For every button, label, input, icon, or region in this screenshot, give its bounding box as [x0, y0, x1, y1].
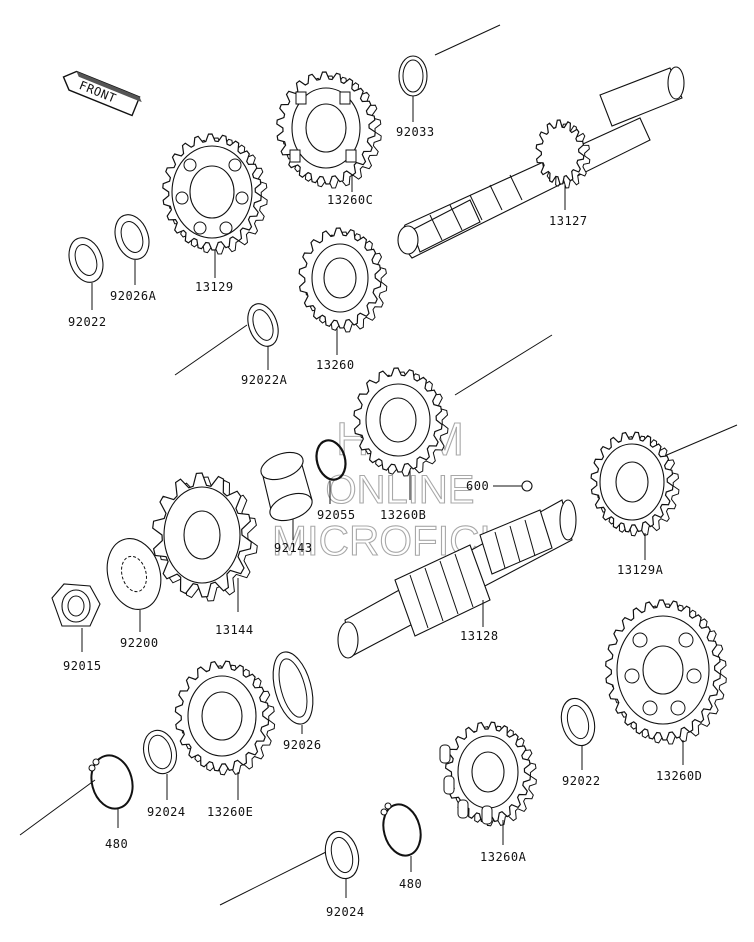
part-label-92026A: 92026A: [110, 289, 157, 303]
gear-13260: 13260: [298, 227, 388, 372]
gear-teeth: [535, 119, 585, 185]
part-label-92015: 92015: [63, 659, 102, 673]
assembly-direction-lines: [19, 24, 738, 906]
gear-13260E: 13260E: [174, 660, 276, 819]
gear-13260A: 13260A: [439, 721, 537, 864]
washer-92022-top: 92022: [68, 237, 107, 329]
front-arrow-icon: FRONT: [62, 70, 142, 117]
part-label-92024-left: 92024: [147, 805, 186, 819]
part-label-92143: 92143: [274, 541, 313, 555]
part-label-92024-bottom: 92024: [326, 905, 365, 919]
washer-92200: 92200: [106, 538, 162, 650]
gear-13129: 13129: [162, 133, 268, 294]
part-label-13260B: 13260B: [380, 508, 426, 522]
part-label-13260A: 13260A: [480, 850, 527, 864]
part-label-600: 600: [466, 479, 489, 493]
nut-92015: 92015: [51, 583, 102, 673]
circlip-92033: 92033: [396, 55, 435, 139]
part-label-13260C: 13260C: [327, 193, 373, 207]
washer-92024-bottom: 92024: [324, 830, 365, 919]
part-label-92033: 92033: [396, 125, 435, 139]
washer-92024-left: 92024: [142, 729, 186, 819]
circlip-480-right: 480: [380, 802, 422, 891]
part-label-92022-right: 92022: [562, 774, 601, 788]
part-label-13129A: 13129A: [617, 563, 664, 577]
washer-92022A: 92022A: [241, 303, 288, 387]
part-label-13260E: 13260E: [207, 805, 253, 819]
shaft-13127: 13127: [397, 66, 685, 259]
part-label-13260D: 13260D: [656, 769, 702, 783]
part-label-92026: 92026: [283, 738, 322, 752]
part-label-480-right: 480: [399, 877, 422, 891]
part-label-92022A: 92022A: [241, 373, 288, 387]
washer-92026A: 92026A: [110, 214, 157, 303]
washer-92022-right: 92022: [560, 697, 601, 788]
gear-13260C: 13260C: [276, 71, 382, 207]
shaft-13128: 13128: [337, 499, 577, 659]
washer-92026: 92026: [272, 651, 322, 752]
part-label-13128: 13128: [460, 629, 499, 643]
circlip-480-left: 480: [88, 754, 134, 851]
watermark-line-2: ONLINE: [326, 468, 475, 512]
ball-600: 600: [466, 479, 533, 493]
part-label-13127: 13127: [549, 214, 588, 228]
gear-13260B: 13260B: [353, 367, 449, 522]
part-label-13129: 13129: [195, 280, 234, 294]
part-label-13260: 13260: [316, 358, 355, 372]
part-label-92022-top: 92022: [68, 315, 107, 329]
gear-13129A: 13129A: [590, 431, 680, 577]
part-label-92200: 92200: [120, 636, 159, 650]
sprocket-13144: 13144: [152, 472, 258, 637]
collar-92143: 92143: [260, 451, 313, 555]
part-label-13144: 13144: [215, 623, 254, 637]
o-ring-92055: 92055: [315, 439, 356, 522]
part-label-480-left: 480: [105, 837, 128, 851]
shaft-splines: [429, 174, 523, 241]
gear-13260D: 13260D: [605, 599, 727, 783]
part-label-92055: 92055: [317, 508, 356, 522]
